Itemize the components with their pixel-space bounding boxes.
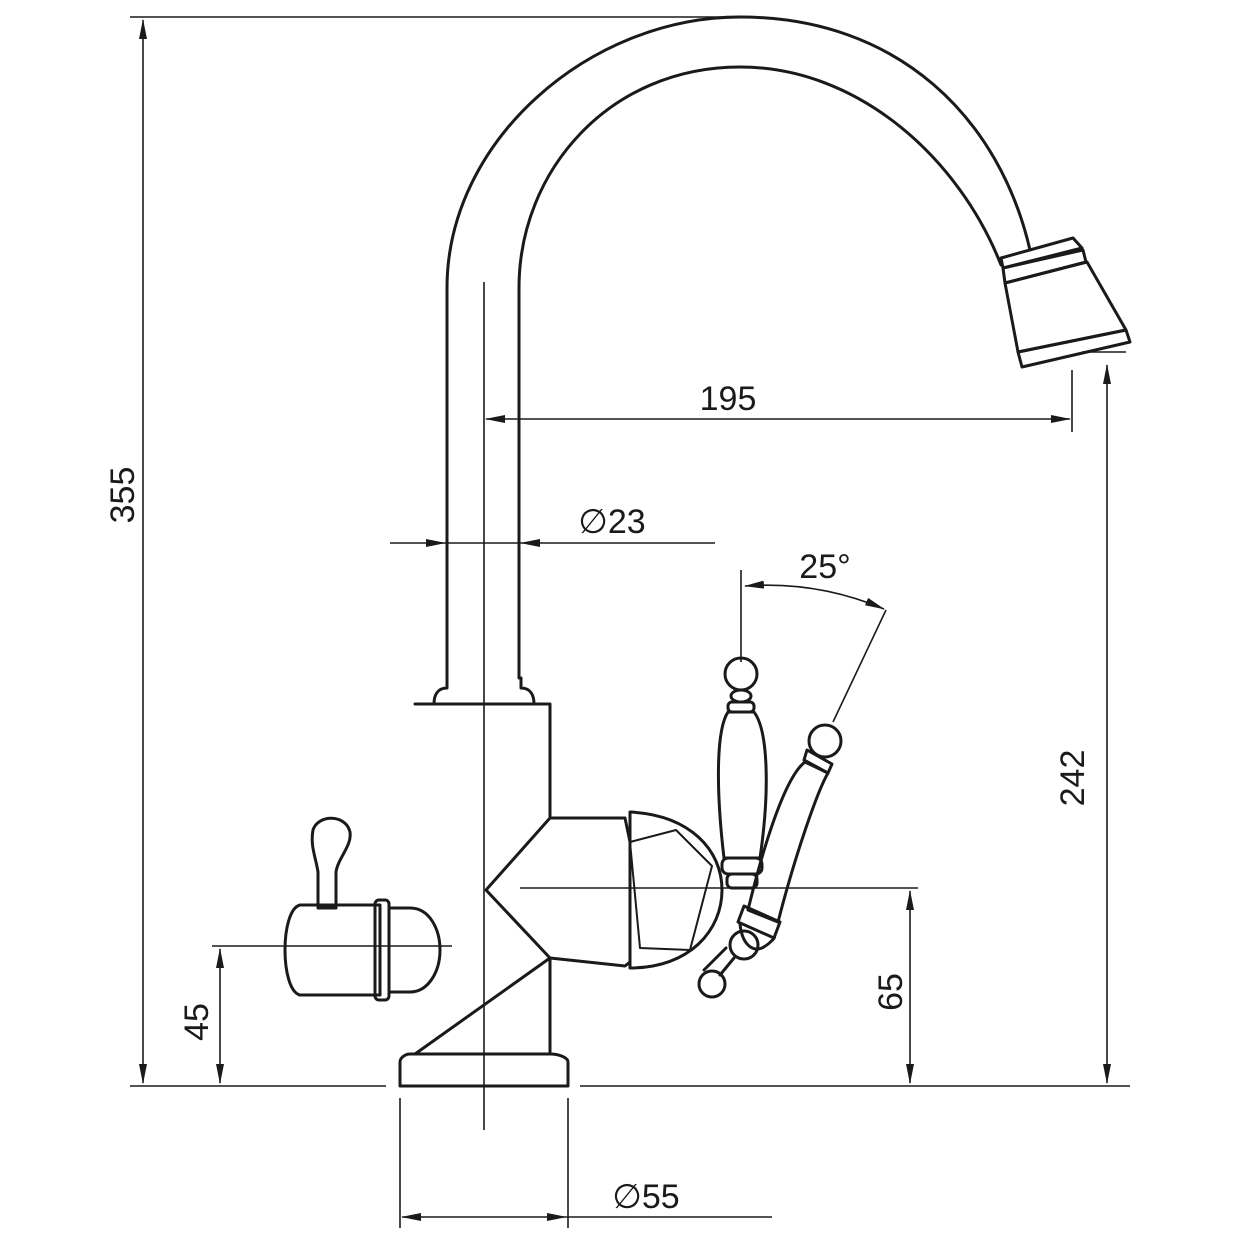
dimension-lines	[139, 19, 1111, 1221]
cartridge-housing	[484, 816, 632, 968]
dimension-labels: 355 195 ∅23 25° 242 65 45 ∅55	[104, 380, 1092, 1216]
side-filter-handle	[283, 816, 442, 1002]
lever-handle-tilted	[697, 723, 843, 999]
dim-25deg-arc	[744, 580, 885, 610]
label-45: 45	[178, 1003, 216, 1041]
label-65: 65	[872, 973, 910, 1011]
aerator	[999, 236, 1132, 369]
lever-tilted-axis	[832, 609, 887, 723]
cartridge-cap	[628, 810, 724, 970]
lever-handle-upright	[716, 656, 768, 890]
spout-outer-curve	[445, 15, 1032, 680]
cartridge-housing-facet	[485, 817, 551, 959]
label-195: 195	[700, 380, 757, 418]
faucet-base	[398, 1052, 570, 1088]
label-355: 355	[104, 467, 142, 524]
faucet-outline	[283, 15, 1132, 1088]
spout-inner-curve	[517, 65, 1003, 680]
mixer-body	[413, 702, 552, 1056]
axis-lines	[130, 16, 1130, 1228]
label-d55: ∅55	[612, 1178, 679, 1216]
label-242: 242	[1054, 750, 1092, 807]
cartridge-cap-inner	[629, 829, 713, 951]
label-d23: ∅23	[578, 503, 645, 541]
label-25deg: 25°	[799, 548, 850, 586]
